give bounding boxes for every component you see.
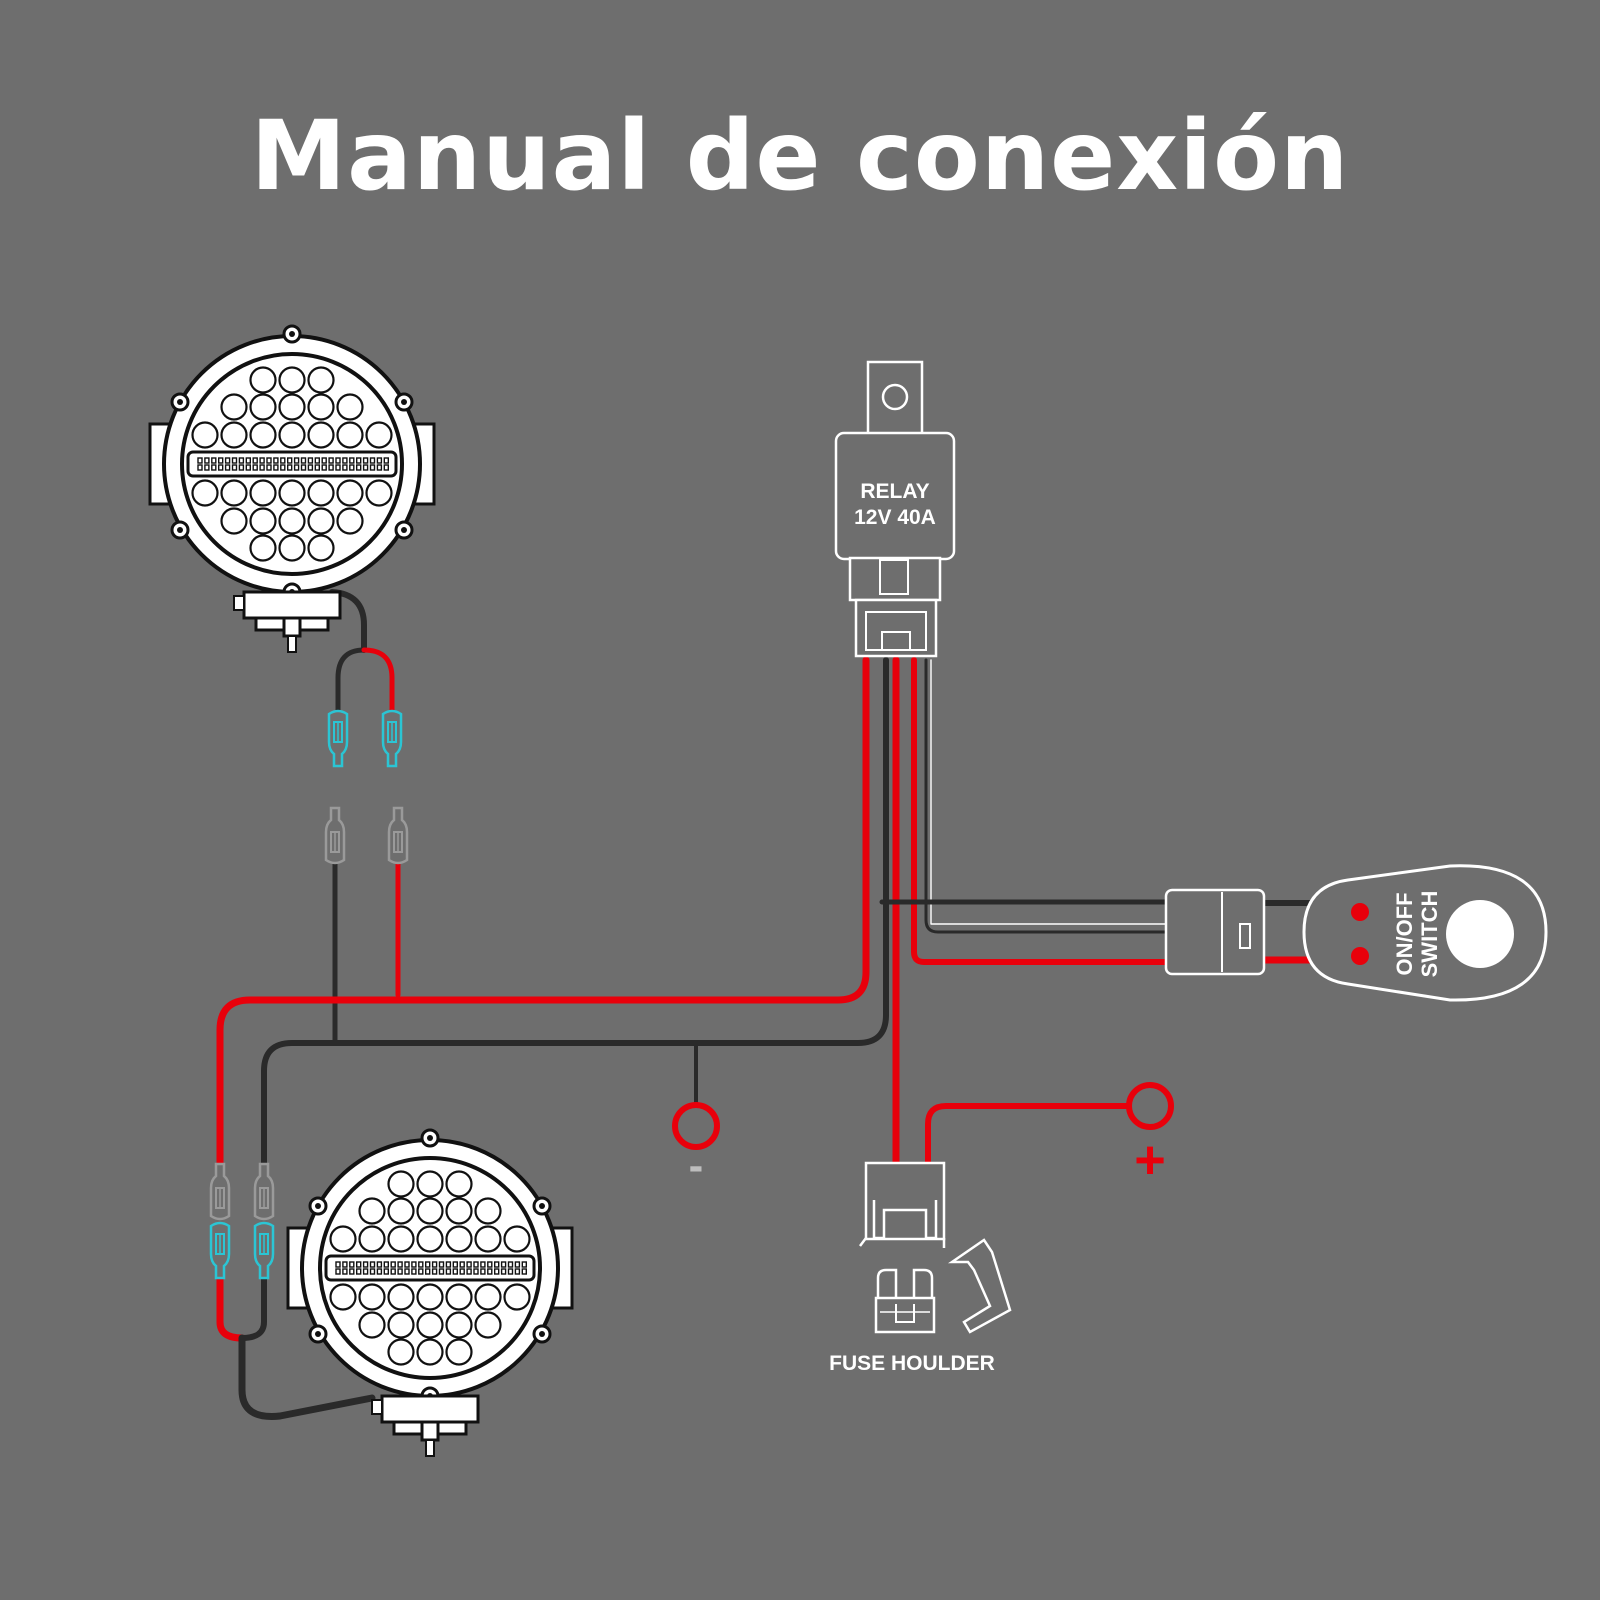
relay-lamp-positive-wire: [216, 656, 870, 1184]
positive-terminal-sign: +: [1134, 1130, 1166, 1190]
blade-fuse-icon: [874, 1268, 936, 1334]
spade-connector-icon: [209, 1162, 231, 1221]
relay-switch-control-wire-2: [930, 659, 1169, 925]
switch-label-line2: SWITCH: [1417, 891, 1442, 978]
lamp1-negative-lead: [335, 647, 367, 715]
switch-label-line1: ON/OFF: [1392, 892, 1417, 975]
on-off-switch-icon: ON/OFF SWITCH: [1164, 864, 1548, 1002]
spade-connector-icon: [324, 806, 346, 865]
lamp1-positive-lead: [361, 647, 395, 715]
ground-bus-wire: [261, 657, 889, 1183]
lamp2-pigtail-wire: [238, 1334, 376, 1420]
fuse-holder-label: FUSE HOULDER: [829, 1352, 995, 1375]
lamp1-spade-connectors: [324, 709, 409, 865]
fuse-holder-icon: [859, 1161, 1012, 1334]
fuse-battery-positive-wire: [925, 1103, 1131, 1168]
lamp2-positive-lead: [216, 1274, 246, 1342]
spade-connector-icon: [253, 1221, 275, 1280]
positive-terminal: +: [1126, 1082, 1174, 1190]
negative-terminal: -: [672, 1102, 720, 1190]
wire-harness: [216, 589, 1322, 1420]
relay-switch-positive-wire: [911, 657, 1171, 965]
relay-switch-control-wire-1: [924, 658, 1170, 934]
relay-label-line1: RELAY: [860, 480, 929, 503]
lamp2-spade-connectors: [209, 1162, 275, 1280]
relay-label-line2: 12V 40A: [854, 506, 936, 529]
relay-icon: RELAY 12V 40A: [834, 360, 956, 658]
led-work-light-icon: [148, 324, 436, 654]
spade-connector-icon: [253, 1162, 275, 1221]
page-title: Manual de conexión: [250, 100, 1350, 212]
spade-connector-icon: [387, 806, 409, 865]
lamp2-negative-lead: [239, 1275, 267, 1341]
spade-connector-icon: [209, 1221, 231, 1280]
spade-connector-icon: [381, 709, 403, 768]
negative-terminal-sign: -: [689, 1141, 704, 1190]
spade-connector-icon: [327, 709, 349, 768]
